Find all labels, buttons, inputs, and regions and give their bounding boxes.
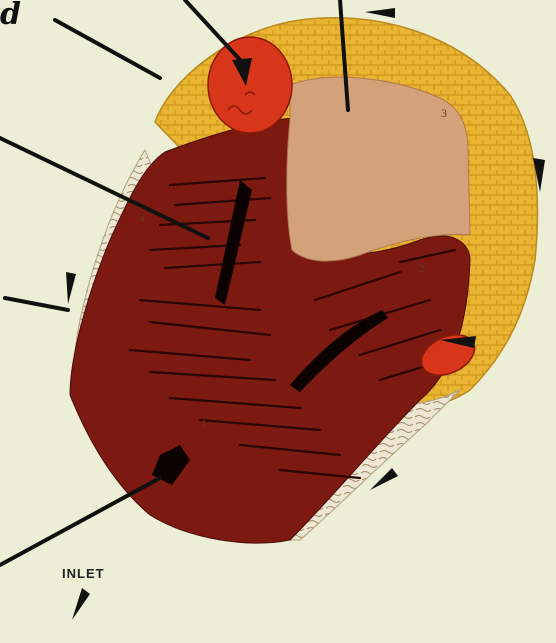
inlet-label: INLET xyxy=(62,566,105,581)
label-d: d xyxy=(0,0,21,32)
flow-arrow-left xyxy=(66,272,76,304)
region-number-2: 2 xyxy=(419,261,425,275)
flow-arrow-top xyxy=(365,8,395,18)
flow-arrow-inlet xyxy=(72,588,90,620)
region-number-4: 4 xyxy=(139,211,145,225)
region-number-1: 1 xyxy=(201,416,207,430)
region-number-3: 3 xyxy=(441,106,447,120)
orange-spot-top xyxy=(208,37,292,133)
tan-region xyxy=(287,77,470,261)
